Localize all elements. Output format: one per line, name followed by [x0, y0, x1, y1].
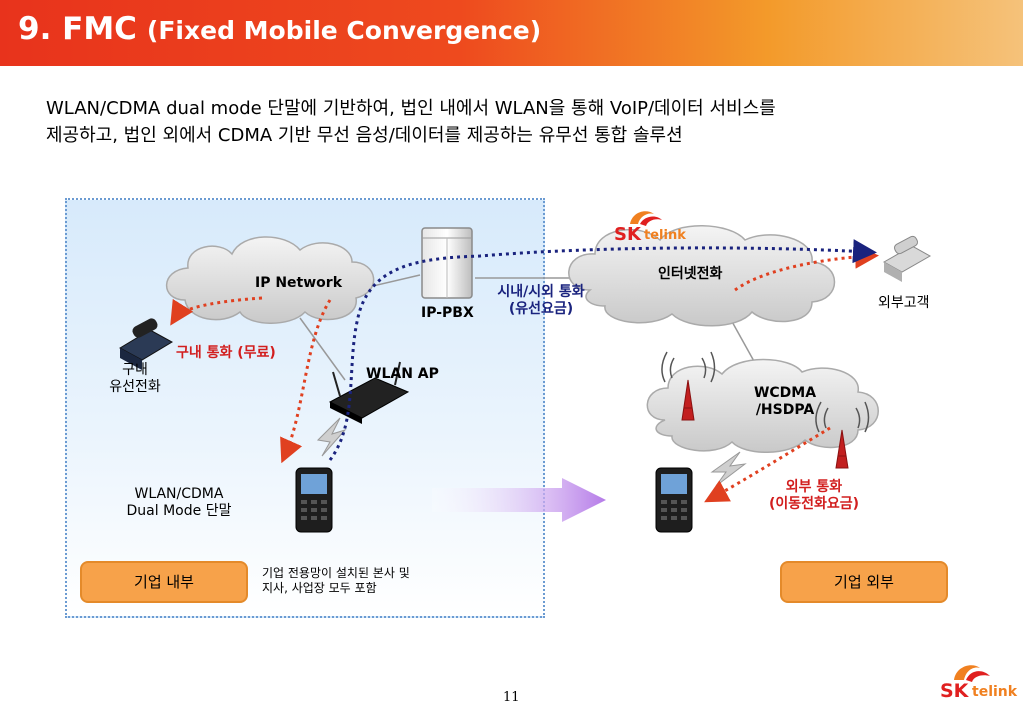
city-call-label-line1: 시내/시외 통화 [497, 284, 585, 300]
router-icon [328, 361, 410, 424]
coverage-note-line1: 기업 전용망이 설치된 본사 및 [262, 566, 410, 580]
internal-phone-label-line1: 구내 [122, 362, 148, 378]
internal-call-arrow-down [280, 299, 332, 464]
internal-phone-label-line2: 유선전화 [109, 379, 161, 395]
terminal-label-line2: Dual Mode 단말 [126, 503, 232, 519]
city-call-label: 시내/시외 통화 (유선요금) [482, 284, 600, 318]
phone-icon [118, 318, 174, 370]
enterprise-inside-badge: 기업 내부 [80, 561, 248, 603]
server-icon [421, 227, 473, 299]
lightning-icon [316, 417, 347, 457]
page-title: 9. FMC (Fixed Mobile Convergence) [18, 11, 541, 47]
intro-line-1: WLAN/CDMA dual mode 단말에 기반하여, 법인 내에서 WLA… [46, 98, 776, 119]
internet-cloud [568, 225, 836, 327]
external-customer-label: 외부고객 [878, 295, 930, 311]
terminal-label: WLAN/CDMA Dual Mode 단말 [112, 486, 246, 520]
page-number: 11 [503, 690, 520, 705]
title-bar: 9. FMC (Fixed Mobile Convergence) [0, 0, 1023, 66]
lightning-icon [710, 451, 747, 487]
external-call-arrow-down [704, 426, 831, 503]
wcdma-label-line2: /HSDPA [755, 402, 815, 418]
external-call-label-line2: (이동전화요금) [768, 496, 860, 512]
cell-tower-icon [661, 351, 716, 421]
link-ipnet-ap [299, 317, 346, 381]
internal-call-arrow-up [170, 296, 263, 326]
enterprise-outside-badge: 기업 외부 [780, 561, 948, 603]
external-call-label: 외부 통화 (이동전화요금) [752, 479, 876, 513]
internal-phone-label: 구내 유선전화 [100, 362, 170, 396]
external-call-label-line1: 외부 통화 [785, 479, 843, 495]
terminal-label-line1: WLAN/CDMA [134, 486, 224, 502]
coverage-note-line2: 지사, 사업장 모두 포함 [262, 581, 377, 595]
wcdma-label-line1: WCDMA [753, 385, 817, 401]
intro-text: WLAN/CDMA dual mode 단말에 기반하여, 법인 내에서 WLA… [46, 95, 986, 149]
coverage-note: 기업 전용망이 설치된 본사 및 지사, 사업장 모두 포함 [262, 566, 410, 596]
intro-line-2: 제공하고, 법인 외에서 CDMA 기반 무선 음성/데이터를 제공하는 유무선… [46, 125, 683, 146]
title-subtitle: (Fixed Mobile Convergence) [146, 16, 542, 45]
internet-phone-label: 인터넷전화 [658, 266, 723, 282]
wlan-ap-label: WLAN AP [366, 366, 439, 382]
sk-logo-mark-icon [630, 211, 662, 226]
city-call-label-line2: (유선요금) [508, 301, 574, 317]
mobile-phone-icon [295, 467, 333, 533]
internal-call-label: 구내 통화 (무료) [176, 345, 276, 361]
ip-pbx-label: IP-PBX [421, 305, 474, 321]
big-arrow-icon [432, 478, 606, 522]
title-number: 9. FMC [18, 11, 137, 47]
footer-logo-sk-text: SK [940, 680, 969, 702]
mobile-phone-icon [655, 467, 693, 533]
logo-sk-text: SK [614, 224, 641, 245]
footer-logo-telink-text: telink [972, 684, 1018, 700]
wcdma-label: WCDMA /HSDPA [740, 385, 830, 419]
sk-logo-mark-icon [954, 665, 990, 682]
sk-telink-logo: SK telink [614, 206, 704, 246]
cell-tower-icon [815, 401, 870, 469]
phone-icon [882, 235, 932, 282]
sk-telink-footer-logo: SK telink [938, 660, 1022, 704]
ip-network-label: IP Network [255, 275, 343, 291]
logo-telink-text: telink [644, 228, 686, 243]
wcdma-cloud [646, 358, 879, 453]
